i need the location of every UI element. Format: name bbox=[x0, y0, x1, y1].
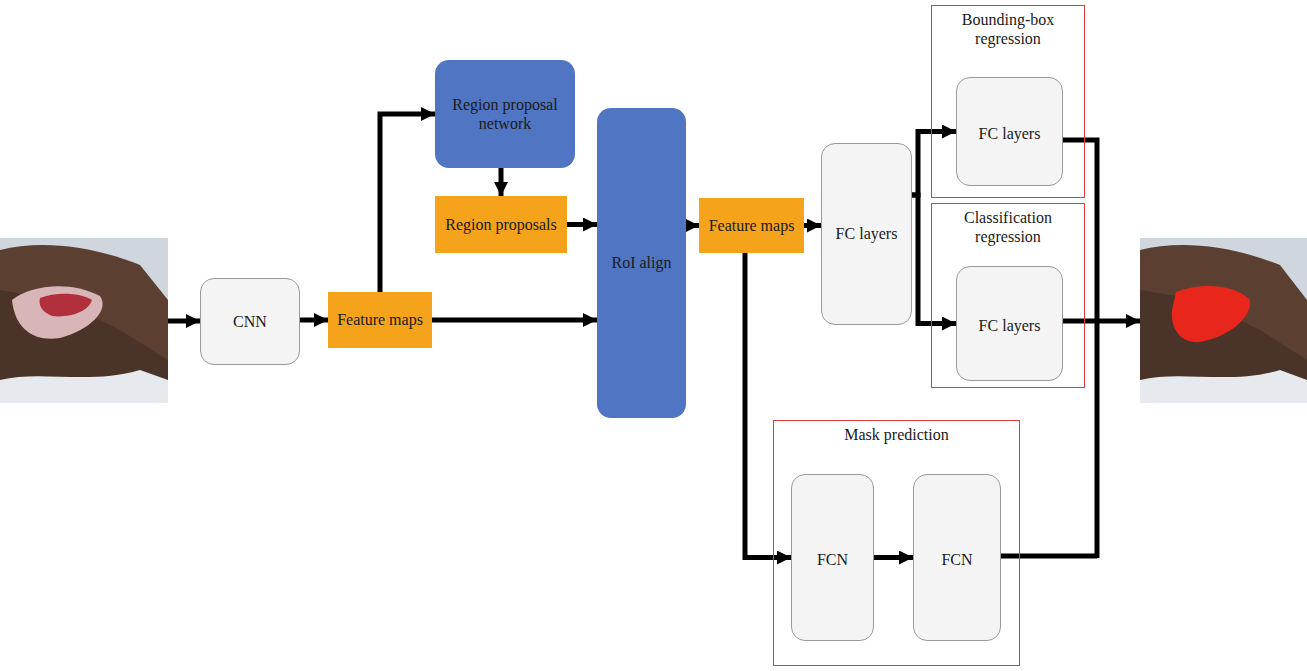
process-box: FC layers bbox=[821, 143, 912, 325]
box-label: Feature maps bbox=[703, 216, 801, 235]
box-label: RoI align bbox=[606, 253, 678, 272]
box-label: FC layers bbox=[830, 224, 904, 243]
group-title: Bounding-box regression bbox=[937, 6, 1079, 48]
process-box: FCN bbox=[791, 474, 874, 641]
box-label: CNN bbox=[227, 312, 273, 331]
flow-arrow bbox=[874, 555, 913, 560]
flow-arrow bbox=[912, 132, 956, 196]
process-box: FCN bbox=[913, 474, 1001, 641]
box-label: Region proposal network bbox=[435, 95, 575, 133]
box-label: FCN bbox=[935, 546, 978, 569]
flow-arrow bbox=[432, 318, 597, 323]
head-group: Bounding-box regression FC layers bbox=[931, 5, 1085, 198]
box-label: FC layers bbox=[973, 120, 1047, 143]
box-label: FC layers bbox=[973, 312, 1047, 335]
flow-arrow bbox=[567, 222, 597, 227]
output-photo bbox=[1140, 238, 1307, 403]
align-box: RoI align bbox=[597, 108, 686, 418]
process-box: FC layers bbox=[956, 266, 1063, 381]
mask-output-wire bbox=[1000, 554, 1097, 559]
feature-map-box: Feature maps bbox=[328, 292, 432, 348]
box-label: Feature maps bbox=[331, 310, 429, 329]
head-group: Mask predictionFCN FCN bbox=[773, 420, 1020, 666]
process-box: FC layers bbox=[956, 77, 1063, 186]
output-arrow bbox=[1062, 319, 1140, 324]
feature-map-box: Feature maps bbox=[699, 198, 804, 253]
flow-arrow bbox=[804, 223, 821, 228]
box-label: Region proposals bbox=[439, 215, 563, 234]
input-arrow bbox=[168, 319, 200, 324]
network-box: Region proposal network bbox=[435, 60, 575, 168]
flow-arrow bbox=[686, 223, 699, 228]
group-title: Classification regression bbox=[937, 204, 1079, 246]
group-title: Mask prediction bbox=[838, 421, 954, 444]
flow-arrow bbox=[499, 168, 504, 196]
process-box: CNN bbox=[200, 278, 300, 365]
input-photo bbox=[0, 238, 168, 403]
flow-arrow bbox=[300, 318, 328, 323]
box-label: FCN bbox=[811, 546, 854, 569]
head-group: Classification regression FC layers bbox=[931, 203, 1085, 388]
flow-arrow bbox=[912, 195, 956, 324]
flow-arrow bbox=[745, 253, 791, 558]
proposal-box: Region proposals bbox=[435, 196, 567, 253]
flow-arrow bbox=[380, 114, 435, 292]
